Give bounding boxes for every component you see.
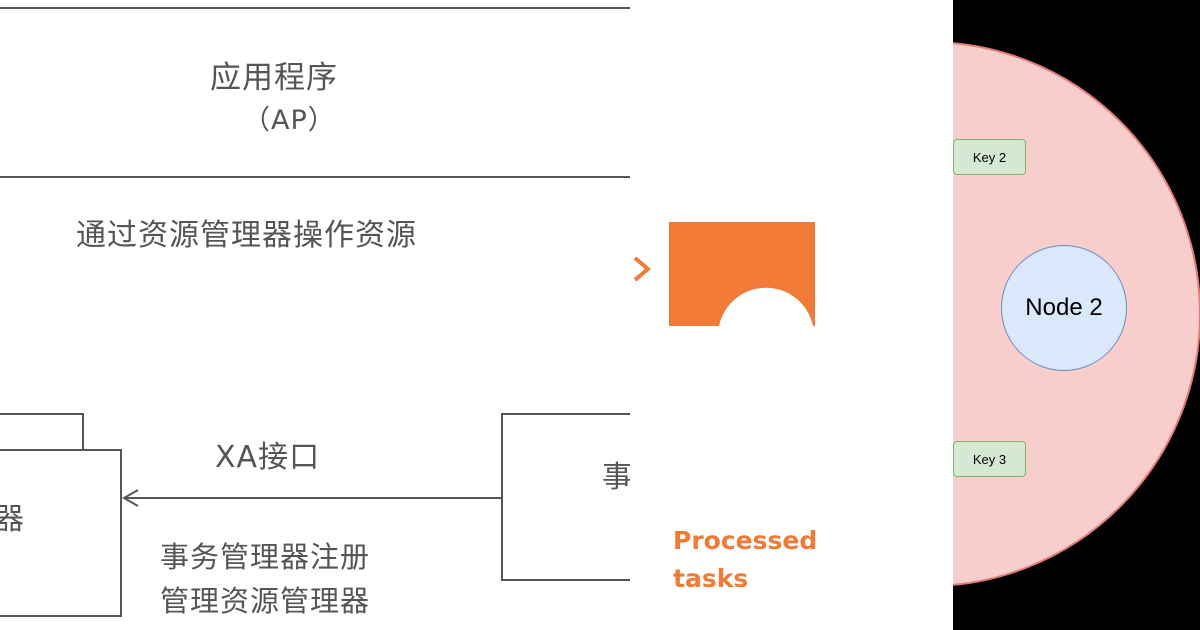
right-box [501, 413, 630, 581]
ap-subtitle: （AP） [243, 105, 336, 136]
tasks-graphic [633, 222, 815, 326]
chevron-right-icon [633, 256, 652, 282]
node-2-circle: Node 2 [1001, 245, 1127, 371]
xa-diagram-lines [0, 7, 630, 617]
xa-diagram-panel: 应用程序 （AP） 通过资源管理器操作资源 XA接口 事务管理器注册 管理资源管… [0, 7, 630, 618]
left-back-box [0, 413, 84, 450]
xa-arrow-head [121, 489, 139, 507]
key-3-box: Key 3 [953, 441, 1026, 477]
operate-resources-label: 通过资源管理器操作资源 [76, 218, 417, 253]
ap-title: 应用程序 [210, 60, 338, 96]
register-label-line1: 事务管理器注册 [160, 540, 371, 574]
processed-tasks-icon [669, 222, 815, 326]
processed-tasks-label: Processed tasks [673, 526, 818, 593]
clipped-left-box-text: 器 [0, 502, 25, 537]
xa-interface-label: XA接口 [215, 440, 321, 475]
key-2-box: Key 2 [953, 139, 1026, 175]
processed-tasks-panel: Processed tasks [630, 0, 953, 630]
clipped-right-box-text: 事 [602, 460, 630, 495]
hash-ring-panel: Key 2 Key 3 Node 2 [953, 0, 1200, 630]
left-front-box [0, 449, 122, 617]
register-label-line2: 管理资源管理器 [160, 584, 371, 618]
